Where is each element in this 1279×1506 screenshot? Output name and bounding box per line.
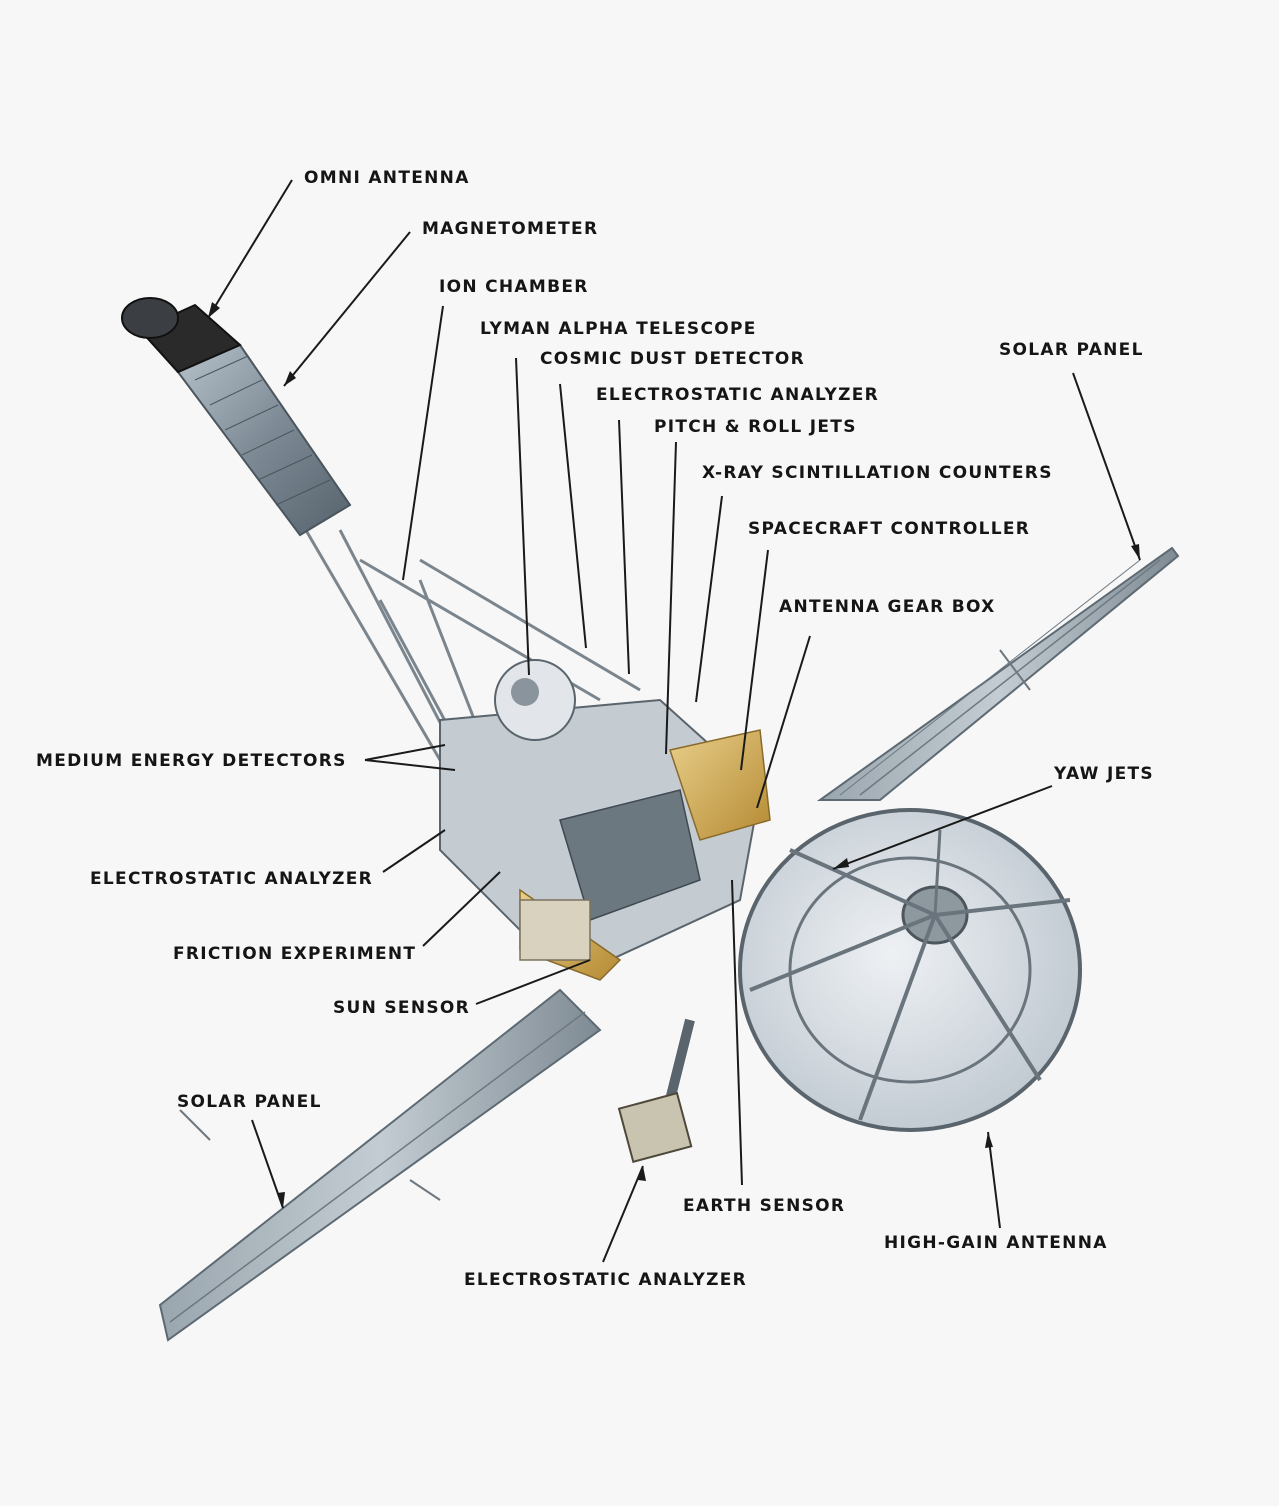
label-omni-antenna: OMNI ANTENNA [304, 168, 470, 188]
magnetometer-boom [121, 297, 352, 537]
label-ion-chamber: ION CHAMBER [439, 277, 589, 297]
label-friction-experiment: FRICTION EXPERIMENT [173, 944, 417, 964]
label-earth-sensor: EARTH SENSOR [683, 1196, 846, 1216]
high-gain-antenna-dish [738, 808, 1082, 1132]
leader-arrowheads [208, 302, 1140, 1208]
solar-panel-left-shape [158, 988, 602, 1342]
spacecraft-body [439, 659, 771, 981]
label-solar-panel-left: SOLAR PANEL [177, 1092, 322, 1112]
label-electrostatic-analyzer-left: ELECTROSTATIC ANALYZER [90, 869, 374, 889]
label-pitch-roll-jets: PITCH & ROLL JETS [654, 417, 857, 437]
leader-lines [207, 179, 1141, 1263]
label-sun-sensor: SUN SENSOR [333, 998, 471, 1018]
label-lyman-alpha-telescope: LYMAN ALPHA TELESCOPE [480, 319, 757, 339]
label-solar-panel-right: SOLAR PANEL [999, 340, 1144, 360]
label-xray-counters: X-RAY SCINTILLATION COUNTERS [702, 463, 1053, 483]
label-magnetometer: MAGNETOMETER [422, 219, 599, 239]
label-high-gain-antenna: HIGH-GAIN ANTENNA [884, 1233, 1108, 1253]
label-yaw-jets: YAW JETS [1054, 764, 1154, 784]
label-cosmic-dust-detector: COSMIC DUST DETECTOR [540, 349, 806, 369]
label-antenna-gear-box: ANTENNA GEAR BOX [779, 597, 996, 617]
label-medium-energy-detectors: MEDIUM ENERGY DETECTORS [36, 751, 347, 771]
label-electrostatic-analyzer-top: ELECTROSTATIC ANALYZER [596, 385, 880, 405]
solar-panel-right-shape [816, 546, 1180, 801]
lower-boom [617, 1018, 695, 1164]
label-spacecraft-controller: SPACECRAFT CONTROLLER [748, 519, 1031, 539]
label-electrostatic-analyzer-bottom: ELECTROSTATIC ANALYZER [464, 1270, 748, 1290]
